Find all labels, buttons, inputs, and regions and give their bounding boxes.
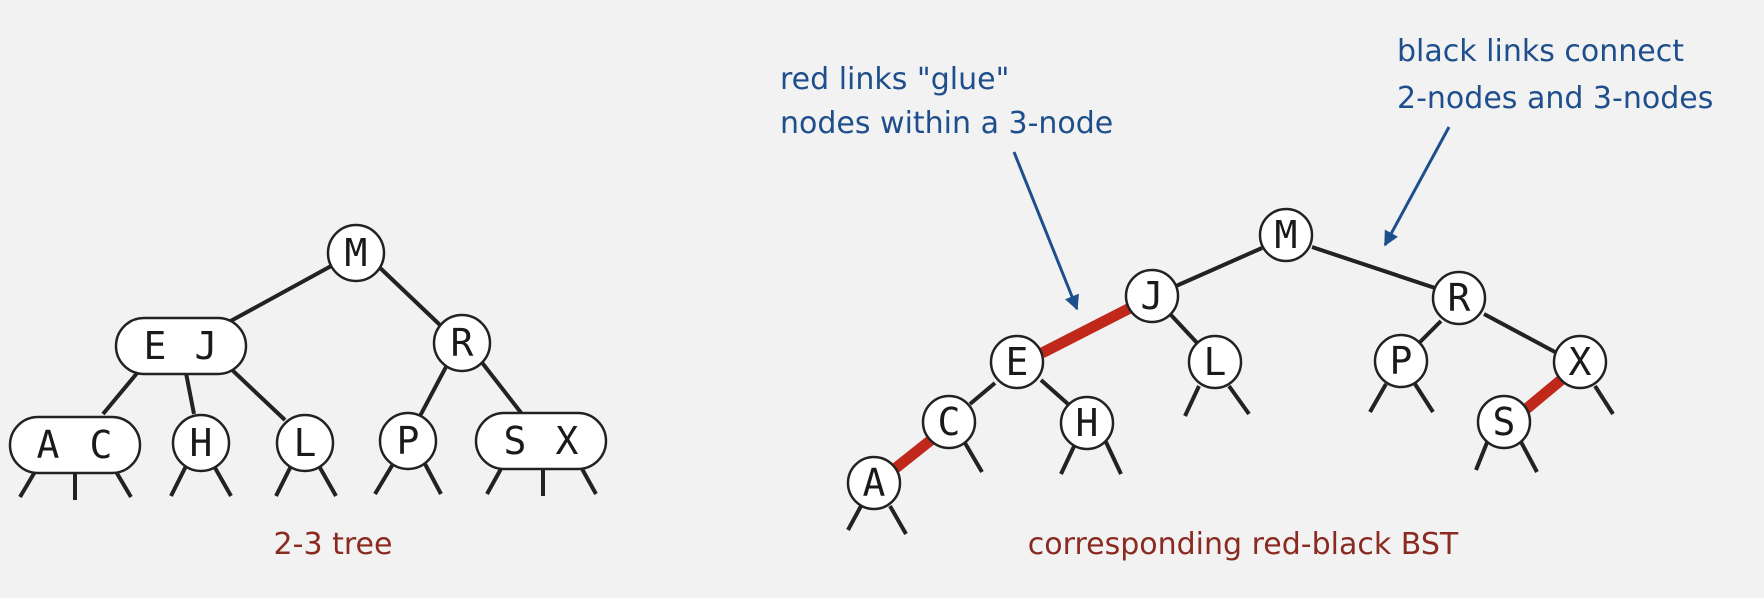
annotation-black-links-arrow — [1383, 126, 1451, 247]
rbbst-link-E-C — [968, 381, 997, 406]
rbbst-key: R — [1448, 276, 1471, 320]
rbbst-node-M: M — [1258, 207, 1314, 263]
tree23-key: J — [195, 324, 218, 368]
rbbst-key: C — [938, 400, 961, 444]
tree23-link-R-P — [418, 364, 449, 417]
annotation-red-links-line2: nodes within a 3-node — [780, 106, 1113, 141]
annotation-red-links-arrow — [1012, 151, 1079, 311]
tree23-caption: 2-3 tree — [274, 527, 393, 562]
rbbst-key: L — [1204, 340, 1227, 384]
rbbst-link-C-A — [888, 435, 935, 476]
annotation-red-links-line1: red links "glue" — [780, 62, 1009, 97]
tree23-null-links — [18, 462, 598, 500]
tree23-node-H: H — [171, 413, 231, 473]
tree23-link-R-SX — [478, 358, 524, 416]
tree23-key: E — [144, 324, 167, 368]
rbbst-node-H: H — [1059, 395, 1115, 451]
rbbst-caption: corresponding red-black BST — [1028, 527, 1459, 562]
tree23-link-EJ-L — [228, 366, 287, 422]
rbbst-null-links — [846, 382, 1615, 535]
annotation-red-links: red links "glue" nodes within a 3-node — [780, 62, 1113, 311]
annotation-black-links-line1: black links connect — [1397, 34, 1684, 69]
rbbst-link-E-H — [1039, 378, 1070, 406]
rbbst-node-J: J — [1124, 268, 1180, 324]
tree23-key: C — [90, 423, 113, 467]
rbbst-key: S — [1493, 400, 1516, 444]
tree23-link-M-R — [375, 263, 442, 327]
rbbst-node-L: L — [1187, 334, 1243, 390]
tree23-key: L — [294, 421, 317, 465]
rbbst-link-J-L — [1169, 313, 1201, 347]
tree23-node-AC: A C — [8, 415, 142, 475]
rbbst-link-J-E — [1039, 302, 1135, 358]
rbbst-key: H — [1076, 401, 1099, 445]
rbbst: M J R E L P X C — [846, 207, 1615, 562]
tree23-node-P: P — [378, 411, 438, 471]
rbbst-node-R: R — [1431, 270, 1487, 326]
tree23-key: A — [37, 423, 60, 467]
rbbst-key: A — [863, 461, 886, 505]
rbbst-link-R-P — [1418, 319, 1443, 344]
tree23-node-EJ: E J — [114, 316, 248, 376]
tree23-key: M — [345, 231, 368, 275]
annotation-black-links-line2: 2-nodes and 3-nodes — [1397, 81, 1713, 116]
rbbst-node-E: E — [989, 334, 1045, 390]
tree23-key: X — [556, 419, 579, 463]
tree23-key: P — [397, 419, 420, 463]
tree23-node-L: L — [275, 413, 335, 473]
tree23-key: S — [504, 419, 527, 463]
rbbst-key: M — [1275, 213, 1298, 257]
rbbst-node-A: A — [846, 455, 902, 511]
annotation-black-links: black links connect 2-nodes and 3-nodes — [1383, 34, 1713, 247]
rbbst-link-M-J — [1175, 246, 1263, 288]
tree23: M E J R A C H L P S X — [8, 223, 608, 562]
tree23-key: R — [451, 321, 474, 365]
rbbst-node-C: C — [921, 394, 977, 450]
rbbst-link-R-X — [1483, 312, 1556, 354]
rbbst-link-M-R — [1311, 245, 1436, 290]
tree23-node-SX: S X — [474, 411, 608, 471]
rbbst-key: X — [1569, 340, 1592, 384]
rbbst-key: P — [1390, 339, 1413, 383]
tree23-key: H — [190, 421, 213, 465]
rbbst-key: J — [1141, 274, 1164, 318]
tree23-node-R: R — [432, 313, 492, 373]
tree23-link-M-EJ — [226, 263, 334, 325]
tree23-link-EJ-H — [184, 372, 196, 415]
rbbst-link-X-S — [1521, 375, 1565, 415]
rbbst-node-S: S — [1476, 394, 1532, 450]
tree23-node-M: M — [326, 223, 386, 283]
rbbst-node-P: P — [1373, 333, 1429, 389]
rbbst-key: E — [1006, 340, 1029, 384]
rbbst-node-X: X — [1552, 334, 1608, 390]
tree23-link-EJ-AC — [101, 370, 140, 416]
